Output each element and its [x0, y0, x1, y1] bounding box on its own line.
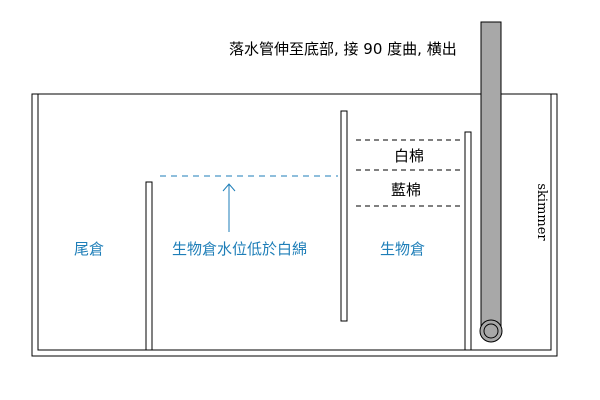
skimmer-label: skimmer [534, 183, 549, 241]
baffle-middle [340, 110, 348, 322]
tank-inner-wall [37, 93, 552, 351]
bio-chamber-label: 生物倉 [380, 240, 425, 258]
baffles [145, 110, 472, 351]
tail-chamber-label: 尾倉 [74, 240, 104, 258]
pipe-annotation: 落水管伸至底部, 接 90 度曲, 横出 [229, 40, 457, 58]
blue-sponge-label: 藍棉 [391, 181, 421, 199]
drain-pipe-body [480, 21, 502, 332]
water-level-note: 生物倉水位低於白綿 [172, 240, 307, 258]
drain-pipe-elbow-inner [483, 323, 499, 339]
white-sponge-label: 白棉 [394, 147, 424, 165]
tank [31, 93, 558, 357]
baffle-left [145, 181, 153, 351]
tank-outer-wall [31, 93, 558, 357]
drain-pipe [479, 21, 503, 343]
water-level-arrow-icon [222, 183, 236, 232]
baffle-right [464, 131, 472, 351]
